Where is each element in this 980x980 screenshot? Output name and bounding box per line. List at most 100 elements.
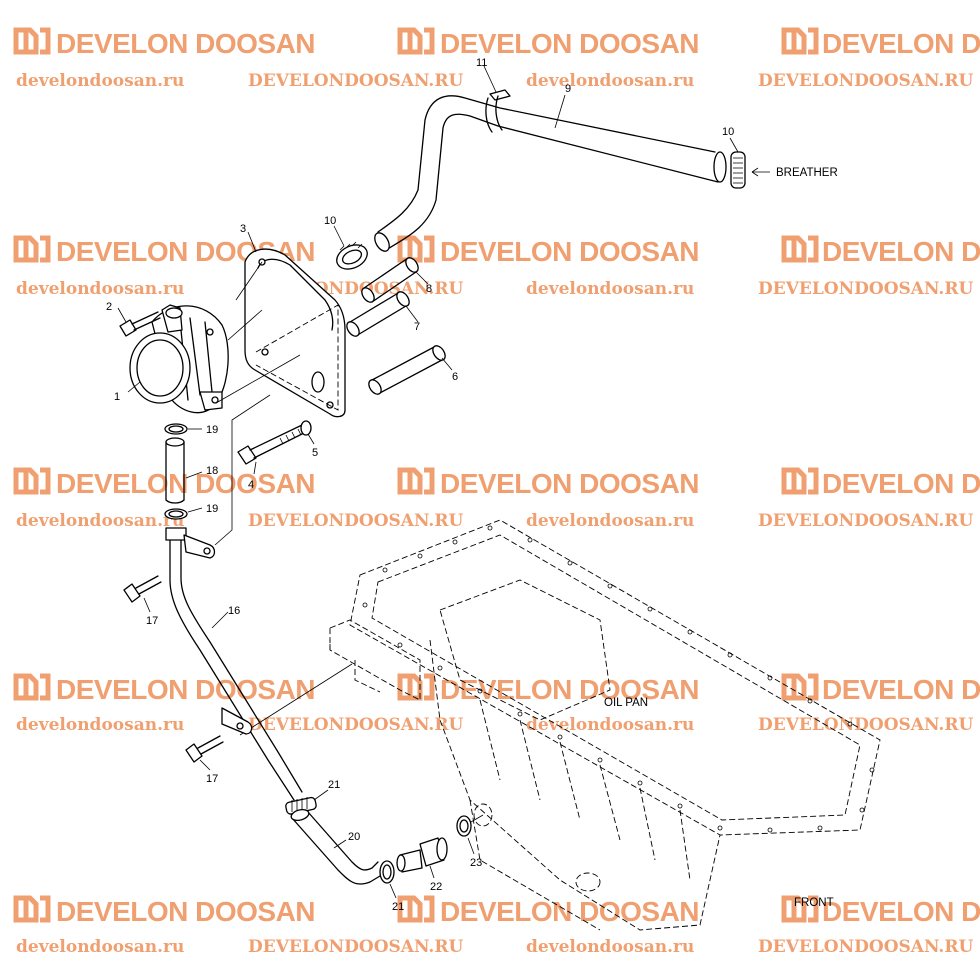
washer-5 <box>300 420 312 436</box>
watermark-logo-text: DEVELON DOOSAN <box>56 896 315 927</box>
breather-body-cover <box>129 332 191 404</box>
oil-pan-inner-well <box>439 579 611 721</box>
part-number-label: 17 <box>206 773 218 785</box>
hose-clamp-10-middle <box>336 241 368 270</box>
front-note: FRONT <box>794 897 834 909</box>
watermark-logo: DEVELON DOOSAN <box>13 673 316 705</box>
watermark-logo-text: DEVELON DOOSAN <box>440 468 699 499</box>
watermark-url: DEVELONDOOSAN.RU <box>248 715 463 735</box>
part-number-label: 5 <box>312 447 318 459</box>
watermark-logo: DEVELON DOOSAN <box>13 27 316 59</box>
watermark-logo: DEVELON DOOSAN <box>781 27 980 59</box>
oil-pan-flange-block <box>329 619 421 701</box>
watermark-logo-text: DEVELON DOOSAN <box>822 468 980 499</box>
watermark-mark-icon <box>13 895 51 923</box>
watermark-mark-icon <box>781 27 819 55</box>
watermark-mark-icon <box>397 673 435 701</box>
breather-body-mount-hole <box>211 396 219 404</box>
breather-hose-outline-top <box>377 95 716 233</box>
part-number-label: 4 <box>248 479 254 491</box>
breather-body-cover-ring <box>136 339 184 397</box>
watermark-url: develondoosan.ru <box>16 715 184 735</box>
oil-pan <box>239 519 881 931</box>
part-number-label: 10 <box>324 215 336 227</box>
clamp-21-lower <box>379 860 395 884</box>
watermark-url: develondoosan.ru <box>526 937 694 957</box>
watermark-logo: DEVELON DOOSAN <box>397 467 700 499</box>
part-number-label: 9 <box>565 83 571 95</box>
watermark-logo-text: DEVELON DOOSAN <box>56 28 315 59</box>
clamp-19-lower <box>164 508 188 520</box>
breather-hose-end <box>374 232 390 252</box>
oil-pan-bolt-holes <box>362 525 875 833</box>
oil-pan-flange-block-face <box>329 640 381 693</box>
hose-18 <box>165 437 185 504</box>
watermark-url: DEVELONDOOSAN.RU <box>248 71 463 91</box>
drain-tube-16 <box>165 394 303 801</box>
watermark-logo-text: DEVELON DOOSAN <box>440 896 699 927</box>
drain-plug <box>575 872 601 892</box>
watermark-url: develondoosan.ru <box>16 937 184 957</box>
watermark-logo: DEVELON DOOSAN <box>781 235 980 267</box>
bolt-2 <box>119 311 161 337</box>
part-number-label: 22 <box>430 881 442 893</box>
breather-hose-outline-bottom <box>385 113 719 251</box>
watermark-url: DEVELONDOOSAN.RU <box>758 511 973 531</box>
leader-line <box>215 354 301 404</box>
oil-pan-leader-line <box>239 663 353 736</box>
part-number-label: 20 <box>348 831 360 843</box>
watermark-logo-text: DEVELON DOOSAN <box>440 236 699 267</box>
leader-line <box>470 814 484 823</box>
bracket-hole <box>261 348 269 356</box>
part-labels: 1 2 3 4 5 6 7 8 9 10 10 11 16 17 17 18 1… <box>106 57 838 913</box>
watermark-logo-text: DEVELON DOOSAN <box>440 28 699 59</box>
watermark-url: develondoosan.ru <box>526 71 694 91</box>
watermark-mark-icon <box>13 673 51 701</box>
watermark-url: DEVELONDOOSAN.RU <box>248 937 463 957</box>
watermark-url: develondoosan.ru <box>16 511 184 531</box>
leader-line <box>235 261 263 301</box>
part-number-label: 8 <box>426 283 432 295</box>
bolt-4 <box>237 424 307 465</box>
clamp-19-upper <box>164 423 188 435</box>
watermark-mark-icon <box>397 235 435 263</box>
watermark-logo: DEVELON DOOSAN <box>13 467 316 499</box>
washer-23 <box>456 815 472 837</box>
breather-body-mount-hole <box>206 328 214 336</box>
part-number-label: 19 <box>206 424 218 436</box>
drain-tube-bracket-upper <box>183 534 216 559</box>
watermark-layer: DEVELON DOOSAN DEVELON DOOSAN DEVELON DO… <box>13 27 980 957</box>
watermark-mark-icon <box>13 235 51 263</box>
spacer-tube-6 <box>368 345 446 395</box>
watermark-url: DEVELONDOOSAN.RU <box>758 937 973 957</box>
part-number-label: 21 <box>392 901 404 913</box>
watermark-logo: DEVELON DOOSAN <box>397 895 700 927</box>
oil-pan-sump-floor <box>469 799 601 931</box>
watermark-mark-icon <box>397 467 435 495</box>
watermark-logo: DEVELON DOOSAN <box>397 27 700 59</box>
watermark-url: develondoosan.ru <box>526 511 694 531</box>
oil-pan-rim <box>349 519 881 836</box>
watermark-mark-icon <box>781 467 819 495</box>
part-number-label: 19 <box>206 503 218 515</box>
bracket-slot <box>311 371 325 393</box>
part-number-label: 6 <box>452 371 458 383</box>
oil-pan-port <box>473 803 493 827</box>
watermark-mark-icon <box>781 673 819 701</box>
breather-body-outlet-opening <box>165 307 183 319</box>
part-number-label: 16 <box>228 605 240 617</box>
part-number-label: 2 <box>106 301 112 313</box>
drain-tube-bracket-lower <box>221 707 253 735</box>
part-number-label: 21 <box>328 779 340 791</box>
watermark-url: DEVELONDOOSAN.RU <box>248 511 463 531</box>
bracket-hidden-edge <box>255 304 339 411</box>
watermark-url: develondoosan.ru <box>16 279 184 299</box>
watermark-logo: DEVELON DOOSAN <box>781 673 980 705</box>
watermark-logo-text: DEVELON DOOSAN <box>56 468 315 499</box>
watermark-logo-text: DEVELON DOOSAN <box>822 236 980 267</box>
breather-hose <box>374 89 727 252</box>
watermark-logo: DEVELON DOOSAN <box>397 235 700 267</box>
part-number-label: 18 <box>206 465 218 477</box>
hose-clamp-10-breather <box>730 151 746 189</box>
